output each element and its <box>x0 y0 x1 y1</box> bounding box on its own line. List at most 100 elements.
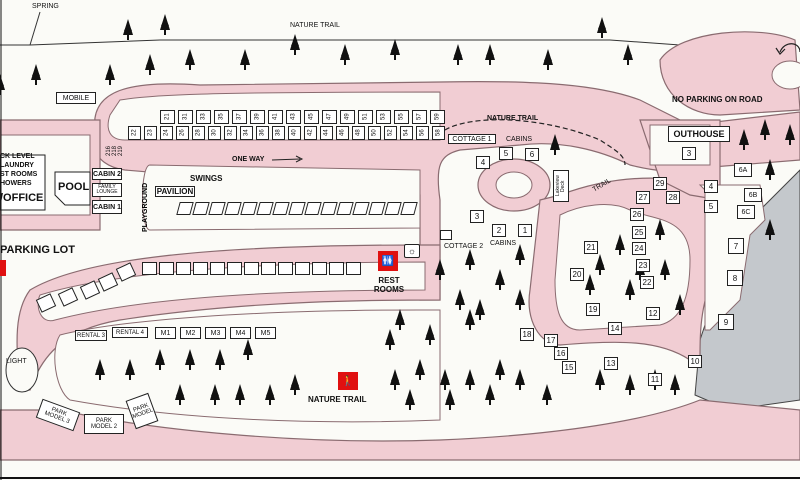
campsite[interactable] <box>295 262 310 275</box>
campsite[interactable]: 51 <box>358 110 373 124</box>
campsite[interactable]: 32 <box>224 126 237 140</box>
campsite[interactable]: 48 <box>352 126 365 140</box>
cabins-mid-label: CABINS <box>490 240 517 247</box>
campsite[interactable]: 21 <box>160 110 175 124</box>
campsite[interactable]: 26 <box>176 126 189 140</box>
campsite-14[interactable]: 14 <box>608 322 622 335</box>
cabin-6[interactable]: 6 <box>525 148 539 161</box>
cabin1-box: CABIN 1 <box>92 200 122 214</box>
campsite-27[interactable]: 27 <box>636 191 650 204</box>
campsite-12[interactable]: 12 <box>646 307 660 320</box>
campsite[interactable]: 52 <box>384 126 397 140</box>
campsite-13[interactable]: 13 <box>604 357 618 370</box>
campsite[interactable]: 35 <box>214 110 229 124</box>
campsite-28[interactable]: 28 <box>666 191 680 204</box>
tree-icon <box>175 384 185 405</box>
campsite[interactable]: 50 <box>368 126 381 140</box>
campsite[interactable]: 37 <box>232 110 247 124</box>
m-site-box[interactable]: M4 <box>230 327 251 339</box>
campsite-16[interactable]: 16 <box>554 347 568 360</box>
campsite[interactable]: 22 <box>128 126 141 140</box>
campsite[interactable] <box>329 262 344 275</box>
campsite[interactable]: 39 <box>250 110 265 124</box>
campsite-18[interactable]: 18 <box>520 328 534 341</box>
campsite[interactable] <box>193 262 208 275</box>
tree-icon <box>515 244 525 265</box>
campsite[interactable]: 54 <box>400 126 413 140</box>
campsite[interactable]: 46 <box>336 126 349 140</box>
campsite[interactable]: 30 <box>208 126 221 140</box>
tree-icon <box>405 389 415 410</box>
campsite-9[interactable]: 9 <box>718 314 734 330</box>
campsite-7[interactable]: 7 <box>728 238 744 254</box>
tree-icon <box>425 324 435 345</box>
campsite-6B[interactable]: 6B <box>744 188 762 202</box>
campsite[interactable] <box>227 262 242 275</box>
cabin-5[interactable]: 5 <box>499 147 513 160</box>
campsite[interactable] <box>159 262 174 275</box>
campsite-11[interactable]: 11 <box>648 373 662 386</box>
campsite-25[interactable]: 25 <box>632 226 646 239</box>
campsite[interactable] <box>346 262 361 275</box>
campsite-26[interactable]: 26 <box>630 208 644 221</box>
campsite-3[interactable]: 3 <box>682 147 696 160</box>
campsite[interactable]: 59 <box>430 110 445 124</box>
campsite[interactable]: 43 <box>286 110 301 124</box>
campsite-15[interactable]: 15 <box>562 361 576 374</box>
campsite[interactable]: 24 <box>160 126 173 140</box>
tree-icon <box>123 19 133 40</box>
campsite-4[interactable]: 4 <box>704 180 718 193</box>
cabin-2[interactable]: 2 <box>492 224 506 237</box>
campsite-24[interactable]: 24 <box>632 242 646 255</box>
campsite-29[interactable]: 29 <box>653 177 667 190</box>
campsite-23[interactable]: 23 <box>636 259 650 272</box>
campsite[interactable]: 40 <box>288 126 301 140</box>
campsite[interactable]: 41 <box>268 110 283 124</box>
campsite[interactable]: 31 <box>178 110 193 124</box>
campsite[interactable]: 47 <box>322 110 337 124</box>
campsite[interactable]: 56 <box>416 126 429 140</box>
campsite[interactable] <box>142 262 157 275</box>
m-site-box[interactable]: M5 <box>255 327 276 339</box>
campsite-20[interactable]: 20 <box>570 268 584 281</box>
campsite[interactable]: 55 <box>394 110 409 124</box>
campsite[interactable] <box>244 262 259 275</box>
campsite-21[interactable]: 21 <box>584 241 598 254</box>
campsite-6C[interactable]: 6C <box>737 205 755 219</box>
m-site-box[interactable]: M2 <box>180 327 201 339</box>
rental3-box: RENTAL 3 <box>75 330 107 341</box>
cabin-3[interactable]: 3 <box>470 210 484 223</box>
campsite[interactable] <box>210 262 225 275</box>
m-site-box[interactable]: M1 <box>155 327 176 339</box>
campsite-19[interactable]: 19 <box>586 303 600 316</box>
campsite[interactable]: 49 <box>340 110 355 124</box>
cabin-4[interactable]: 4 <box>476 156 490 169</box>
campsite[interactable]: 34 <box>240 126 253 140</box>
campsite[interactable]: 44 <box>320 126 333 140</box>
campsite[interactable]: 45 <box>304 110 319 124</box>
campsite-8[interactable]: 8 <box>727 270 743 286</box>
campsite[interactable]: 36 <box>256 126 269 140</box>
campsite[interactable] <box>176 262 191 275</box>
tree-icon <box>515 289 525 310</box>
campsite-17[interactable]: 17 <box>544 334 558 347</box>
tree-icon <box>465 309 475 330</box>
campsite[interactable] <box>312 262 327 275</box>
m-site-box[interactable]: M3 <box>205 327 226 339</box>
campsite[interactable]: 53 <box>376 110 391 124</box>
campsite[interactable] <box>278 262 293 275</box>
campsite[interactable]: 58 <box>432 126 445 140</box>
campsite[interactable]: 57 <box>412 110 427 124</box>
campsite[interactable]: 28 <box>192 126 205 140</box>
campsite-6A[interactable]: 6A <box>734 163 752 177</box>
campsite-10[interactable]: 10 <box>688 355 702 368</box>
parking-lot-label: PARKING LOT <box>0 244 75 256</box>
campsite[interactable]: 42 <box>304 126 317 140</box>
campsite[interactable]: 38 <box>272 126 285 140</box>
campsite[interactable] <box>261 262 276 275</box>
campsite[interactable]: 33 <box>196 110 211 124</box>
campsite-22[interactable]: 22 <box>640 276 654 289</box>
campsite[interactable]: 23 <box>144 126 157 140</box>
cabin-1[interactable]: 1 <box>518 224 532 237</box>
campsite-5[interactable]: 5 <box>704 200 718 213</box>
